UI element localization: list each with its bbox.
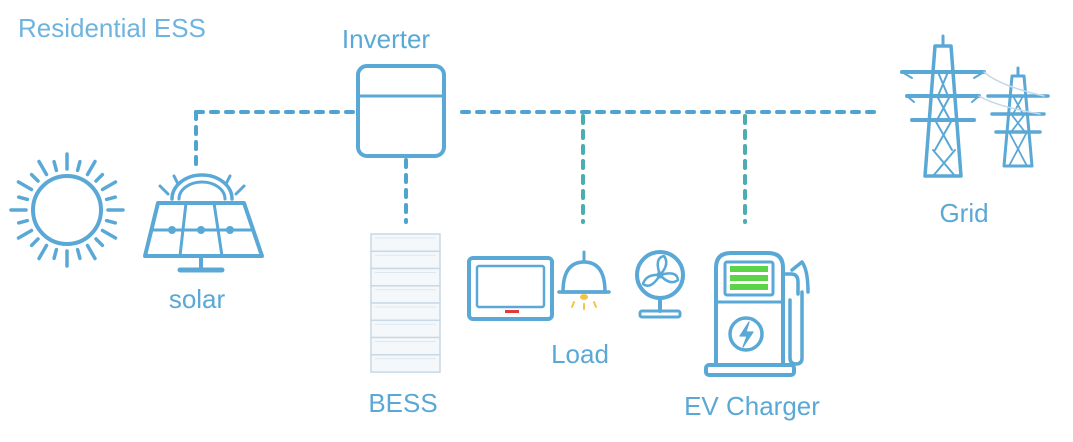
sun-ray (29, 237, 40, 248)
sun-ray (104, 218, 118, 225)
tv-icon (467, 256, 554, 321)
tv-indicator (505, 310, 519, 313)
bess-label: BESS (368, 388, 437, 418)
sun-icon (9, 152, 125, 268)
load-label: Load (551, 339, 609, 369)
battery-stack-icon (370, 233, 441, 373)
ev-charger-label: EV Charger (684, 391, 820, 421)
lamp-icon (557, 250, 611, 310)
sun-ray (37, 159, 49, 177)
sun-ray (29, 172, 40, 183)
sun-ray (94, 237, 105, 248)
sun-ray (100, 180, 118, 192)
battery-module (370, 250, 441, 270)
sun-ray (16, 180, 34, 192)
battery-module (370, 319, 441, 339)
sun-ray (16, 228, 34, 240)
sun-ray (52, 159, 59, 173)
sun-ray (94, 172, 105, 183)
sun-ray (16, 218, 30, 225)
solar-panel-icon (143, 173, 264, 273)
battery-module (370, 267, 441, 287)
grid-label: Grid (939, 198, 988, 228)
sun-ray (16, 195, 30, 202)
solar-label: solar (169, 284, 226, 314)
battery-module (370, 285, 441, 304)
sun-ray (104, 195, 118, 202)
ev-charger-icon (704, 251, 810, 377)
battery-module (370, 302, 441, 322)
sun-ray (37, 243, 49, 261)
power-tower-icon (900, 34, 1050, 178)
diagram-title: Residential ESS (18, 13, 206, 43)
sun-ray (75, 159, 82, 173)
inverter-icon (356, 64, 446, 158)
battery-module (370, 336, 441, 356)
sun-ray (100, 228, 118, 240)
connection-lines (194, 110, 882, 224)
sun-ray (52, 247, 59, 261)
sun-ray (75, 247, 82, 261)
inverter-label: Inverter (342, 24, 430, 54)
sun-ray (85, 243, 97, 261)
battery-module (370, 233, 441, 253)
sun-ray (85, 159, 97, 177)
battery-module (370, 354, 441, 373)
fan-icon (635, 250, 685, 319)
